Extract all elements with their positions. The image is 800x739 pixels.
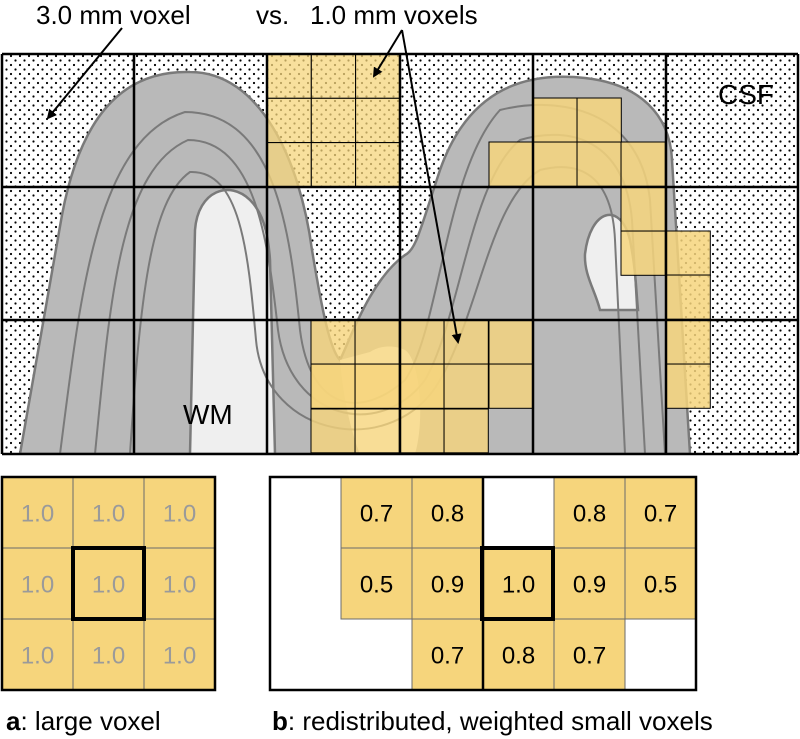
panel-a-value: 1.0 <box>163 572 196 599</box>
panel-b-cell <box>553 618 626 691</box>
small-voxel <box>266 97 312 144</box>
panel-b-value: 0.9 <box>573 572 606 599</box>
panel-b-value: 0.5 <box>360 572 393 599</box>
panel-a-value: 1.0 <box>92 572 125 599</box>
panel-b: 0.7 0.8 0.8 0.7 0.5 0.9 1.0 0.9 0.5 0.7 0.8 0.7 <box>268 475 698 692</box>
small-voxel <box>310 142 357 188</box>
small-voxel <box>354 319 400 365</box>
panel-b-value: 0.7 <box>360 501 393 528</box>
annotation-arrows <box>46 27 462 344</box>
panel-a-value: 1.0 <box>92 501 125 528</box>
panel-b-cell <box>340 547 413 620</box>
panel-a-center-voxel <box>71 546 146 621</box>
small-voxel <box>443 363 489 409</box>
large-voxel-grid <box>0 52 800 456</box>
small-voxel <box>620 230 666 276</box>
small-voxel <box>355 97 401 144</box>
arrow-large-voxel <box>46 27 123 120</box>
arrow-small-voxel-bottom <box>401 29 462 344</box>
panel-a-letter: a <box>6 706 21 736</box>
small-voxel <box>399 363 445 409</box>
small-voxel <box>532 97 578 143</box>
panel-a-cell <box>143 476 216 549</box>
small-voxel <box>266 53 312 99</box>
panel-a-value: 1.0 <box>92 643 125 670</box>
small-voxel <box>532 141 578 187</box>
panel-b-caption-text: : redistributed, weighted small voxels <box>288 706 713 736</box>
panel-b-cell <box>482 618 555 691</box>
vs-label: vs. <box>256 0 289 30</box>
panel-b-value: 0.9 <box>431 572 464 599</box>
panel-b-value: 0.8 <box>431 501 464 528</box>
small-voxel <box>665 319 711 365</box>
small-voxel <box>443 319 489 365</box>
panel-a-caption: a: large voxel <box>6 706 161 736</box>
panel-b-cell <box>411 547 484 620</box>
small-voxel <box>488 363 534 409</box>
small-voxel <box>620 141 666 187</box>
small-voxel <box>354 408 400 454</box>
panel-a-value: 1.0 <box>163 643 196 670</box>
small-voxels-label: 1.0 mm voxels <box>310 0 478 30</box>
panel-a-cell <box>1 476 74 549</box>
small-voxel <box>399 319 445 365</box>
panel-a: 1.0 1.0 1.0 1.0 1.0 1.0 1.0 1.0 1.0 <box>0 475 217 692</box>
panel-b-value: 0.7 <box>431 643 464 670</box>
panel-a-cell <box>143 547 216 620</box>
small-voxel <box>355 53 401 99</box>
small-voxel <box>399 408 445 454</box>
panel-a-value: 1.0 <box>163 501 196 528</box>
csf-label: CSF <box>718 79 774 110</box>
panel-a-caption-text: : large voxel <box>20 706 160 736</box>
small-voxel <box>488 319 534 365</box>
panel-b-value: 0.8 <box>502 643 535 670</box>
panel-a-cell <box>72 618 145 691</box>
small-voxel <box>620 186 666 232</box>
panel-b-value: 0.8 <box>573 501 606 528</box>
small-voxel <box>576 141 622 187</box>
small-voxels-top <box>266 53 711 454</box>
panel-b-value: 1.0 <box>502 572 535 599</box>
panel-b-letter: b <box>272 706 288 736</box>
panel-b-center-voxel <box>480 546 555 621</box>
panel-a-border <box>0 475 217 692</box>
large-voxel-label: 3.0 mm voxel <box>36 0 191 30</box>
small-voxel <box>354 363 400 409</box>
small-voxel <box>310 97 357 144</box>
panel-a-value: 1.0 <box>21 572 54 599</box>
small-voxel <box>665 230 711 276</box>
panel-a-value: 1.0 <box>21 501 54 528</box>
panel-b-caption: b: redistributed, weighted small voxels <box>272 706 713 736</box>
panel-b-value: 0.7 <box>644 501 677 528</box>
small-voxel <box>310 319 356 365</box>
small-voxel <box>443 408 489 454</box>
small-voxel <box>576 97 622 143</box>
small-voxel <box>310 363 356 409</box>
small-voxel <box>665 274 711 320</box>
small-voxel <box>310 53 357 99</box>
panel-a-value: 1.0 <box>21 643 54 670</box>
small-voxel <box>665 363 711 409</box>
panel-b-value: 0.7 <box>573 643 606 670</box>
small-voxel <box>488 141 534 187</box>
small-voxel <box>310 408 356 454</box>
panel-b-cell <box>624 476 697 549</box>
wm-label: WM <box>183 399 233 430</box>
small-voxel <box>355 142 401 188</box>
panel-b-value: 0.5 <box>644 572 677 599</box>
panel-b-cell <box>624 547 697 620</box>
panel-b-cell <box>411 618 484 691</box>
arrow-small-voxel-top <box>372 29 403 78</box>
wm-left <box>188 188 277 454</box>
small-voxel <box>266 142 312 188</box>
panel-a-cell <box>143 618 216 691</box>
panel-a-cell <box>72 547 145 620</box>
